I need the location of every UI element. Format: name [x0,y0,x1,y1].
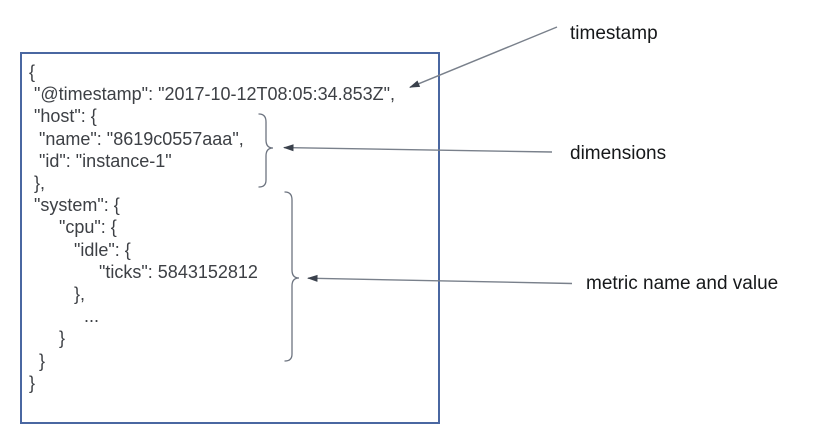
metric-name-and-value-label: metric name and value [586,273,779,294]
timestamp-label: timestamp [570,23,658,44]
json-document-box: { "@timestamp": "2017-10-12T08:05:34.853… [20,52,440,424]
dimensions-label: dimensions [570,143,667,164]
json-code: { "@timestamp": "2017-10-12T08:05:34.853… [29,62,396,393]
